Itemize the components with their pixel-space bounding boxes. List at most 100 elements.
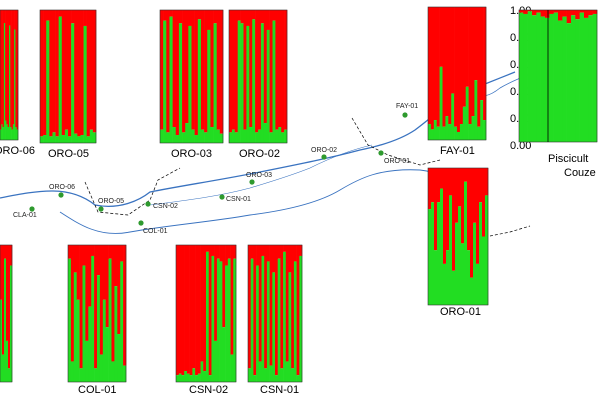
bar-cluster-red bbox=[2, 10, 5, 127]
bar-cluster-red bbox=[558, 10, 563, 21]
bar-cluster-green bbox=[194, 135, 199, 143]
bar-cluster-green bbox=[43, 135, 47, 143]
bar-cluster-red bbox=[197, 245, 201, 374]
bar-cluster-red bbox=[459, 7, 464, 125]
bar-cluster-red bbox=[473, 168, 477, 223]
bar-cluster-red bbox=[275, 245, 278, 376]
bar-cluster-red bbox=[94, 245, 98, 369]
bar-cluster-red bbox=[70, 245, 75, 362]
bar-cluster-red bbox=[479, 168, 483, 203]
bar-cluster-red bbox=[2, 245, 5, 355]
bar-cluster-green bbox=[99, 354, 104, 382]
bar-cluster-green bbox=[88, 306, 92, 382]
bar-cluster-green bbox=[275, 375, 278, 382]
bar-cluster-red bbox=[178, 10, 183, 24]
bar-cluster-red bbox=[83, 10, 87, 26]
panel-label-csn-02: CSN-02 bbox=[189, 384, 229, 396]
bar-cluster-red bbox=[102, 245, 106, 300]
structure-panel-oro-03 bbox=[159, 9, 224, 144]
bar-cluster-green bbox=[4, 258, 7, 382]
structure-panel-piscicult-couze bbox=[518, 9, 598, 143]
bar-cluster-green bbox=[255, 132, 259, 143]
bar-cluster-red bbox=[588, 10, 593, 16]
bar-cluster-green bbox=[264, 368, 268, 382]
site-markers bbox=[29, 112, 408, 226]
bar-cluster-red bbox=[111, 245, 115, 362]
bar-cluster-green bbox=[256, 265, 260, 382]
bar-cluster-red bbox=[480, 7, 484, 101]
bar-cluster-green bbox=[434, 250, 438, 305]
bar-cluster-red bbox=[74, 10, 78, 134]
panel-label-csn-01: CSN-01 bbox=[260, 384, 300, 396]
bar-cluster-red bbox=[477, 7, 481, 127]
bar-cluster-red bbox=[428, 168, 432, 210]
bar-cluster-green bbox=[549, 13, 554, 142]
bar-cluster-green bbox=[291, 368, 295, 382]
bar-cluster-red bbox=[575, 10, 580, 20]
site-label-oro-02: ORO-02 bbox=[311, 147, 337, 154]
bar-cluster-green bbox=[445, 116, 449, 140]
bar-cluster-green bbox=[204, 132, 208, 143]
bar-cluster-green bbox=[175, 135, 180, 143]
bar-cluster-green bbox=[191, 129, 195, 143]
bar-cluster-red bbox=[200, 245, 204, 362]
bar-cluster-red bbox=[457, 7, 461, 133]
bar-cluster-red bbox=[97, 245, 101, 276]
boundary-east bbox=[489, 225, 531, 237]
bar-cluster-red bbox=[436, 7, 440, 127]
bar-cluster-green bbox=[169, 16, 173, 143]
bar-cluster-green bbox=[446, 250, 450, 305]
bar-cluster-green bbox=[108, 258, 112, 382]
bar-cluster-red bbox=[454, 7, 458, 127]
bar-cluster-red bbox=[6, 10, 9, 125]
bar-cluster-red bbox=[250, 245, 254, 259]
bar-cluster-red bbox=[284, 10, 288, 130]
bar-cluster-red bbox=[243, 10, 247, 130]
bar-cluster-green bbox=[15, 127, 18, 140]
bar-cluster-green bbox=[229, 132, 233, 143]
bar-cluster-red bbox=[68, 245, 72, 259]
bar-cluster-red bbox=[476, 168, 480, 264]
bar-cluster-green bbox=[269, 132, 273, 143]
bar-cluster-green bbox=[433, 120, 437, 140]
bar-cluster-red bbox=[291, 245, 295, 369]
bar-cluster-red bbox=[470, 168, 474, 278]
bar-cluster-green bbox=[68, 258, 72, 382]
bar-cluster-green bbox=[192, 368, 196, 382]
structure-panel-oro-06 bbox=[0, 9, 19, 141]
bar-cluster-green bbox=[222, 327, 226, 382]
bar-cluster-red bbox=[9, 10, 11, 26]
bar-cluster-red bbox=[252, 10, 256, 20]
bar-cluster-green bbox=[536, 12, 541, 143]
site-label-fay-01: FAY-01 bbox=[396, 103, 418, 110]
bar-cluster-red bbox=[88, 245, 92, 307]
bar-cluster-green bbox=[275, 129, 279, 143]
bar-cluster-red bbox=[281, 10, 285, 133]
bar-cluster-green bbox=[451, 93, 455, 140]
bar-cluster-red bbox=[6, 245, 9, 341]
bar-cluster-green bbox=[439, 66, 443, 140]
boundary-north bbox=[351, 117, 441, 166]
site-dot-oro-02 bbox=[321, 154, 327, 160]
bar-cluster-green bbox=[299, 255, 303, 382]
bar-cluster-green bbox=[272, 20, 276, 143]
bar-cluster-green bbox=[562, 16, 567, 143]
bar-cluster-red bbox=[52, 10, 56, 133]
bar-cluster-red bbox=[0, 245, 3, 300]
bar-cluster-red bbox=[280, 245, 284, 369]
bar-cluster-red bbox=[566, 10, 572, 24]
bar-cluster-green bbox=[178, 373, 182, 382]
bar-cluster-green bbox=[64, 129, 69, 143]
bar-cluster-green bbox=[440, 188, 444, 305]
tributary-south bbox=[59, 169, 461, 234]
bar-cluster-green bbox=[571, 15, 576, 143]
bar-cluster-green bbox=[105, 327, 109, 382]
bar-cluster-red bbox=[227, 245, 231, 259]
bar-cluster-red bbox=[120, 245, 124, 262]
bar-cluster-red bbox=[553, 10, 559, 13]
bar-cluster-red bbox=[263, 10, 267, 124]
bar-cluster-green bbox=[9, 25, 11, 141]
bar-cluster-red bbox=[213, 10, 217, 24]
bar-cluster-red bbox=[191, 10, 195, 130]
bar-cluster-red bbox=[519, 10, 524, 13]
